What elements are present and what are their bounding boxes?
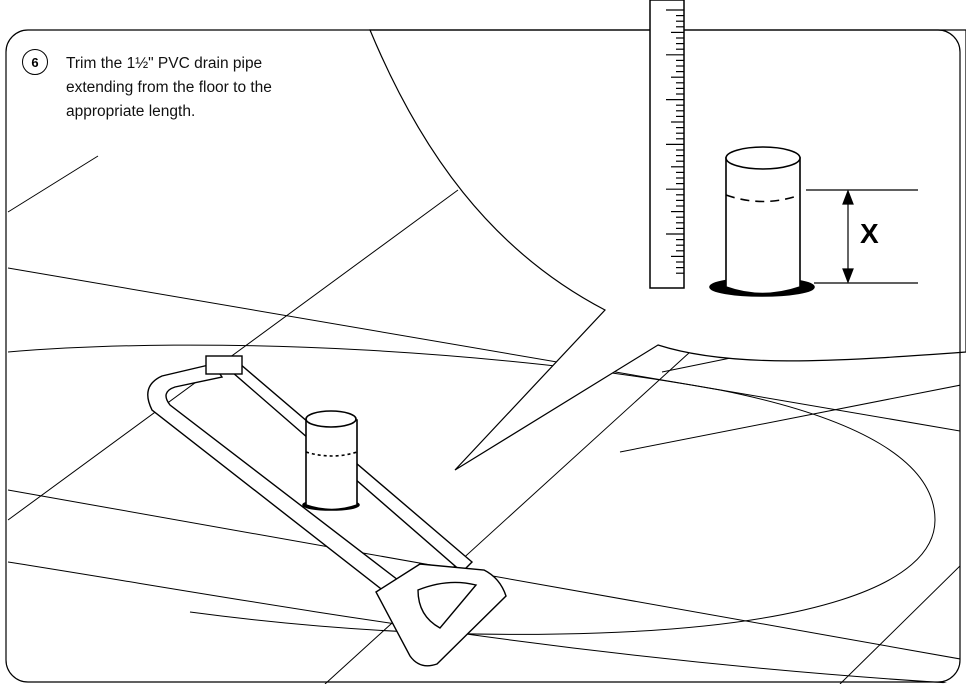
floor-grid-line <box>619 383 960 453</box>
floor-grid-line <box>7 189 459 521</box>
floor-grid-line <box>839 559 960 684</box>
measuring-ruler-icon <box>649 0 685 289</box>
pvc-pipe-icon <box>302 410 360 511</box>
instruction-frame <box>5 29 961 683</box>
dimension-indicator <box>806 189 918 284</box>
step-number-badge: 6 <box>22 49 48 75</box>
cut-line <box>725 194 801 203</box>
step-instruction-text: Trim the 1½" PVC drain pipe extending fr… <box>66 55 272 120</box>
hacksaw-icon <box>147 355 507 667</box>
floor-grid-line <box>7 267 960 433</box>
pvc-pipe-detail <box>709 146 815 297</box>
floor-grid-line <box>7 155 99 213</box>
dimension-label: X <box>860 218 879 249</box>
floor-grid-line <box>324 351 691 684</box>
